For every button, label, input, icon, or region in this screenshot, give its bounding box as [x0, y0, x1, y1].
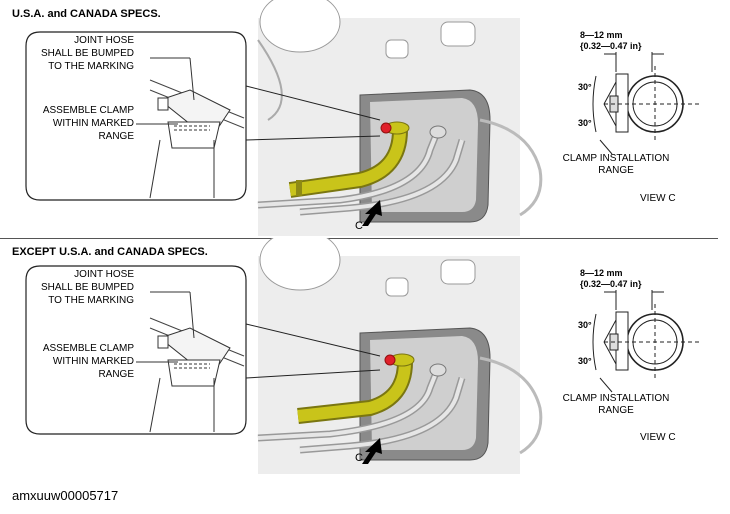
- assemble-clamp-label: ASSEMBLE CLAMP WITHIN MARKED RANGE: [42, 343, 134, 380]
- joint-hose: [288, 121, 410, 198]
- joint-hose-label: JOINT HOSE SHALL BE BUMPED TO THE MARKIN…: [41, 35, 134, 72]
- view-c-schematic: [592, 290, 700, 393]
- joint-hose: [297, 353, 415, 424]
- detail-callout: [25, 31, 381, 201]
- diagram-artwork: [25, 0, 700, 236]
- angle-lower-label: 30°: [578, 118, 592, 128]
- figure-id: amxuuw00005717: [12, 488, 119, 503]
- angle-upper-label: 30°: [578, 82, 592, 92]
- diagram-artwork: [25, 238, 700, 474]
- clamp-range-label: CLAMP INSTALLATION RANGE: [562, 393, 670, 416]
- dimension-label: 8—12 mm {0.32—0.47 in}: [580, 30, 642, 51]
- metal-pipes: [257, 363, 466, 454]
- section-except-usa-canada: EXCEPT U.S.A. and CANADA SPECS. JOINT HO…: [0, 238, 730, 474]
- section-usa-canada: U.S.A. and CANADA SPECS. JOINT HOSE SHAL…: [0, 0, 730, 236]
- red-cap: [384, 354, 396, 366]
- assemble-clamp-label: ASSEMBLE CLAMP WITHIN MARKED RANGE: [42, 105, 134, 142]
- view-arrow: [362, 438, 382, 464]
- angle-upper-label: 30°: [578, 320, 592, 330]
- joint-hose-label: JOINT HOSE SHALL BE BUMPED TO THE MARKIN…: [41, 269, 134, 306]
- angle-lower-label: 30°: [578, 356, 592, 366]
- view-c-label: VIEW C: [640, 432, 676, 443]
- section-title: U.S.A. and CANADA SPECS.: [12, 8, 161, 20]
- arrow-c-label: C: [355, 452, 363, 464]
- red-cap: [380, 122, 392, 134]
- view-c-schematic: [592, 52, 700, 155]
- section-title: EXCEPT U.S.A. and CANADA SPECS.: [12, 246, 208, 258]
- section-divider: [0, 238, 718, 239]
- view-arrow: [362, 200, 382, 226]
- detail-callout: [25, 265, 381, 435]
- arrow-c-label: C: [355, 220, 363, 232]
- view-c-label: VIEW C: [640, 193, 676, 204]
- dimension-label: 8—12 mm {0.32—0.47 in}: [580, 268, 642, 289]
- clamp-range-label: CLAMP INSTALLATION RANGE: [562, 153, 670, 176]
- metal-pipes: [257, 125, 466, 216]
